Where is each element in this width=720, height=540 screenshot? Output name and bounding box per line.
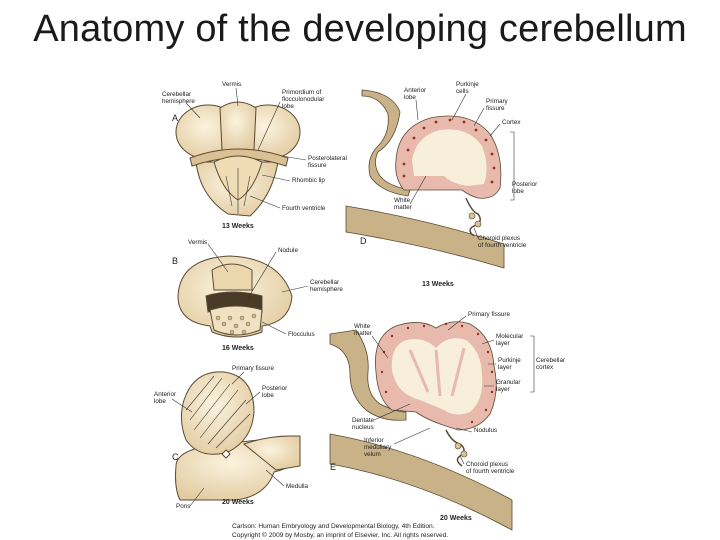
panel-c-weeks: 20 Weeks bbox=[222, 499, 254, 506]
label-e-white-2: matter bbox=[354, 330, 372, 337]
panel-e-illustration bbox=[329, 321, 513, 531]
label-e-molecular-2: layer bbox=[496, 340, 510, 347]
panel-b-illustration bbox=[177, 255, 293, 338]
label-b-vermis: Vermis bbox=[188, 239, 207, 246]
label-e-primary-fissure: Primary fissure bbox=[468, 311, 510, 318]
label-a-posterolateral-2: fissure bbox=[308, 162, 327, 169]
panel-d-letter: D bbox=[360, 236, 367, 246]
label-d-cortex: Cortex bbox=[502, 119, 521, 126]
label-e-inferior-1: Inferior bbox=[364, 437, 384, 444]
credit-line-2: Copyright © 2009 by Mosby, an imprint of… bbox=[232, 531, 448, 539]
panel-a-weeks: 13 Weeks bbox=[222, 223, 254, 230]
label-e-granular-2: layer bbox=[496, 386, 510, 393]
figure-credit: Carlson: Human Embryology and Developmen… bbox=[232, 523, 448, 539]
label-c-posterior-1: Posterior bbox=[262, 385, 287, 392]
label-e-inferior-2: medullary bbox=[364, 444, 392, 451]
label-a-hemisphere-2: hemisphere bbox=[162, 98, 195, 105]
panel-b-weeks: 16 Weeks bbox=[222, 345, 254, 352]
label-d-white-2: matter bbox=[394, 204, 412, 211]
label-a-vermis: Vermis bbox=[222, 81, 241, 88]
label-d-posterior-2: lobe bbox=[512, 188, 524, 195]
credit-line-1: Carlson: Human Embryology and Developmen… bbox=[232, 523, 435, 530]
label-e-dentate-2: nucleus bbox=[352, 424, 374, 431]
panel-d-labels: D Anterior lobe Purkinje cells Primary f… bbox=[360, 81, 537, 288]
label-b-flocculus: Flocculus bbox=[288, 331, 315, 338]
label-e-granular-1: Granular bbox=[496, 379, 521, 386]
panel-c-labels: C Primary fissure Anterior lobe Posterio… bbox=[154, 365, 309, 510]
label-d-anterior-2: lobe bbox=[404, 94, 416, 101]
label-c-anterior-1: Anterior bbox=[154, 391, 176, 398]
panel-b-labels: B Vermis Nodule Cerebellar hemisphere Fl… bbox=[172, 239, 343, 352]
label-e-purkinje-2: layer bbox=[498, 364, 512, 371]
label-e-white-1: White bbox=[354, 323, 371, 330]
panel-a-illustration bbox=[175, 101, 301, 217]
label-a-primordium-2: flocculonodular bbox=[282, 96, 324, 103]
label-e-choroid-2: of fourth ventricle bbox=[466, 468, 515, 475]
label-d-primary-fissure-2: fissure bbox=[486, 105, 505, 112]
slide-title: Anatomy of the developing cerebellum bbox=[33, 8, 687, 50]
panel-c-letter: C bbox=[172, 452, 179, 462]
label-a-fourth-ventricle: Fourth ventricle bbox=[282, 205, 326, 212]
label-c-pons: Pons bbox=[176, 503, 190, 510]
label-e-cereb-cortex-2: cortex bbox=[536, 364, 554, 371]
panel-c-illustration bbox=[175, 371, 301, 501]
label-e-purkinje-1: Purkinje bbox=[498, 357, 521, 364]
panel-d-weeks: 13 Weeks bbox=[422, 281, 454, 288]
label-c-primary-fissure: Primary fissure bbox=[232, 365, 274, 372]
panel-d-illustration bbox=[345, 89, 505, 269]
label-b-nodule: Nodule bbox=[278, 247, 298, 254]
label-b-hemisphere-1: Cerebellar bbox=[310, 279, 339, 286]
panel-e-weeks: 20 Weeks bbox=[440, 515, 472, 522]
panel-a-labels: A Vermis Cerebellar hemisphere Primordiu… bbox=[162, 81, 347, 230]
label-e-cereb-cortex-1: Cerebellar bbox=[536, 357, 565, 364]
label-a-hemisphere-1: Cerebellar bbox=[162, 91, 191, 98]
label-c-medulla: Medulla bbox=[286, 483, 309, 490]
label-d-white-1: White bbox=[394, 197, 411, 204]
label-a-primordium-1: Primordium of bbox=[282, 89, 321, 96]
label-c-posterior-2: lobe bbox=[262, 392, 274, 399]
label-d-primary-fissure-1: Primary bbox=[486, 98, 509, 105]
label-a-primordium-3: lobe bbox=[282, 103, 294, 110]
panel-a-letter: A bbox=[172, 113, 178, 123]
label-e-molecular-1: Molecular bbox=[496, 333, 523, 340]
label-e-inferior-3: velum bbox=[364, 451, 381, 458]
label-e-choroid-1: Choroid plexus bbox=[466, 461, 508, 468]
label-d-purkinje-1: Purkinje bbox=[456, 81, 479, 88]
panel-e-letter: E bbox=[330, 462, 336, 472]
label-a-rhombic-lip: Rhombic lip bbox=[292, 177, 325, 184]
panel-e-labels: E White matter Primary fissure Molecular… bbox=[330, 311, 565, 522]
label-d-choroid-1: Choroid plexus bbox=[478, 235, 520, 242]
label-d-choroid-2: of fourth ventricle bbox=[478, 242, 527, 249]
label-a-posterolateral-1: Posterolateral bbox=[308, 155, 347, 162]
label-b-hemisphere-2: hemisphere bbox=[310, 286, 343, 293]
label-d-posterior-1: Posterior bbox=[512, 181, 537, 188]
label-e-dentate-1: Dentate bbox=[352, 417, 375, 424]
label-c-anterior-2: lobe bbox=[154, 398, 166, 405]
panel-b-letter: B bbox=[172, 256, 178, 266]
label-d-anterior-1: Anterior bbox=[404, 87, 426, 94]
label-e-nodulus: Nodulus bbox=[474, 427, 497, 434]
label-d-purkinje-2: cells bbox=[456, 88, 469, 95]
